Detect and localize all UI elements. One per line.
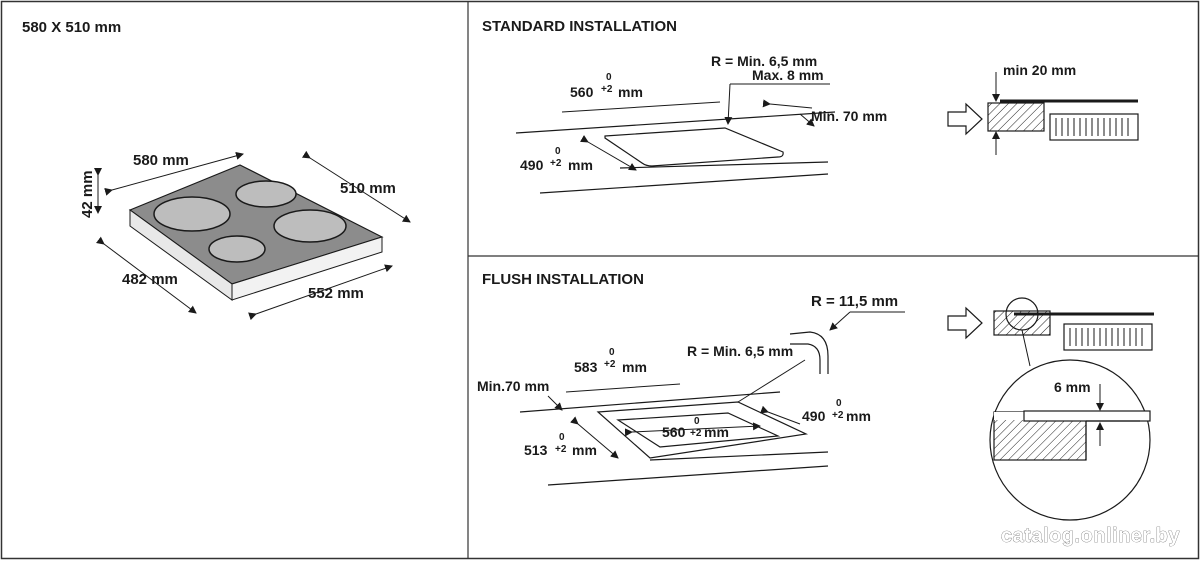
cutout-outline	[604, 127, 784, 167]
std-width-value: 560	[570, 84, 594, 100]
dim-583-line	[565, 383, 681, 393]
std-radius-max: Max. 8 mm	[752, 67, 824, 83]
hob-body-std	[1049, 113, 1139, 141]
flush-panel: FLUSH INSTALLATION R = 11,5 mm R = Min. …	[477, 271, 1154, 521]
std-depth-tol-top: 0	[555, 146, 561, 157]
flush-inner-depth-unit: mm	[846, 408, 871, 424]
outer-radius-curve-inner	[790, 343, 821, 374]
std-depth-value: 490	[520, 157, 544, 173]
flush-direction-arrow-icon	[947, 306, 983, 340]
flush-edge-arrow	[547, 395, 563, 411]
dim-490-flush-line	[760, 405, 801, 425]
dim-482-line	[96, 236, 197, 314]
edge-70-line	[762, 99, 813, 109]
std-width-tol-top: 0	[606, 72, 612, 83]
flush-title: FLUSH INSTALLATION	[482, 271, 644, 288]
burner-front	[208, 235, 266, 263]
dim-552-line	[248, 264, 393, 321]
std-depth-tol-bottom: +2	[550, 158, 562, 169]
flush-inner-radius: R = Min. 6,5 mm	[687, 343, 793, 359]
dim-580-label: 580 mm	[133, 152, 189, 169]
product-panel: 580 X 510 mm 580 mm 510 mm 42 mm 482 mm …	[22, 19, 411, 321]
flush-inner-depth-tol-bottom: +2	[832, 410, 844, 421]
flush-outer-width-value: 583	[574, 359, 598, 375]
dim-42-label: 42 mm	[79, 170, 96, 218]
flush-recess: 6 mm	[1054, 379, 1091, 395]
flush-outer-depth-tol-top: 0	[559, 432, 565, 443]
flush-outer-depth-unit: mm	[572, 442, 597, 458]
burner-large	[153, 196, 231, 232]
dim-482-label: 482 mm	[122, 271, 178, 288]
dim-510-line	[301, 150, 411, 223]
std-width-unit: mm	[618, 84, 643, 100]
flush-outer-width-unit: mm	[622, 359, 647, 375]
detail-callout-leader	[1021, 329, 1031, 367]
flush-inner-width-tol-bottom: +2	[690, 428, 702, 439]
flush-outer-width-tol-bottom: +2	[604, 359, 616, 370]
flush-worktop-front	[649, 451, 829, 461]
flush-outer-depth-value: 513	[524, 442, 548, 458]
edge-70-line-2	[799, 113, 815, 127]
std-depth-unit: mm	[568, 157, 593, 173]
fins-std	[1055, 118, 1129, 136]
worktop-lower-edge	[539, 173, 829, 194]
flush-worktop-back	[519, 391, 781, 413]
inner-radius-leader	[737, 359, 806, 403]
detail-magnified-content	[993, 410, 1151, 461]
dim-560-inner-line	[624, 422, 761, 437]
flush-outer-radius: R = 11,5 mm	[811, 293, 898, 310]
radius-leader	[724, 83, 733, 125]
std-edge-min: Min. 70 mm	[811, 108, 887, 124]
worktop-section-hatch	[987, 102, 1045, 132]
dim-513-line	[570, 416, 619, 459]
std-width-tol-bottom: +2	[601, 84, 613, 95]
flush-inner-width-unit: mm	[704, 424, 729, 440]
flush-edge-min: Min.70 mm	[477, 378, 549, 394]
flush-worktop-lower	[547, 465, 829, 486]
worktop-back-edge	[515, 111, 836, 134]
watermark: catalog.onliner.by	[1001, 525, 1180, 547]
outer-radius-leader	[829, 311, 851, 331]
standard-title: STANDARD INSTALLATION	[482, 18, 677, 35]
dim-552-label: 552 mm	[308, 285, 364, 302]
std-clearance: min 20 mm	[1003, 62, 1076, 78]
hob-body-flush	[1063, 323, 1153, 351]
flush-outer-width-tol-top: 0	[609, 347, 615, 358]
flush-inner-depth-value: 490	[802, 408, 826, 424]
worktop-front-edge	[619, 161, 829, 169]
flush-outer-depth-tol-bottom: +2	[555, 444, 567, 455]
burner-rear	[235, 180, 297, 208]
product-title: 580 X 510 mm	[22, 19, 121, 36]
dim-490-line	[579, 135, 637, 171]
standard-panel: STANDARD INSTALLATION 560 0 +2 mm 490 0 …	[482, 18, 1139, 194]
burner-right	[273, 209, 347, 243]
flush-inner-depth-tol-top: 0	[836, 398, 842, 409]
direction-arrow-icon	[947, 102, 983, 136]
dim-580-line	[104, 151, 244, 196]
fins-flush	[1069, 328, 1143, 346]
flush-inner-width-tol-top: 0	[694, 416, 700, 427]
flush-inner-width-value: 560	[662, 424, 686, 440]
outer-radius-curve	[789, 331, 829, 374]
std-radius-min: R = Min. 6,5 mm	[711, 53, 817, 69]
dim-510-label: 510 mm	[340, 180, 396, 197]
dim-560-line	[561, 101, 721, 113]
